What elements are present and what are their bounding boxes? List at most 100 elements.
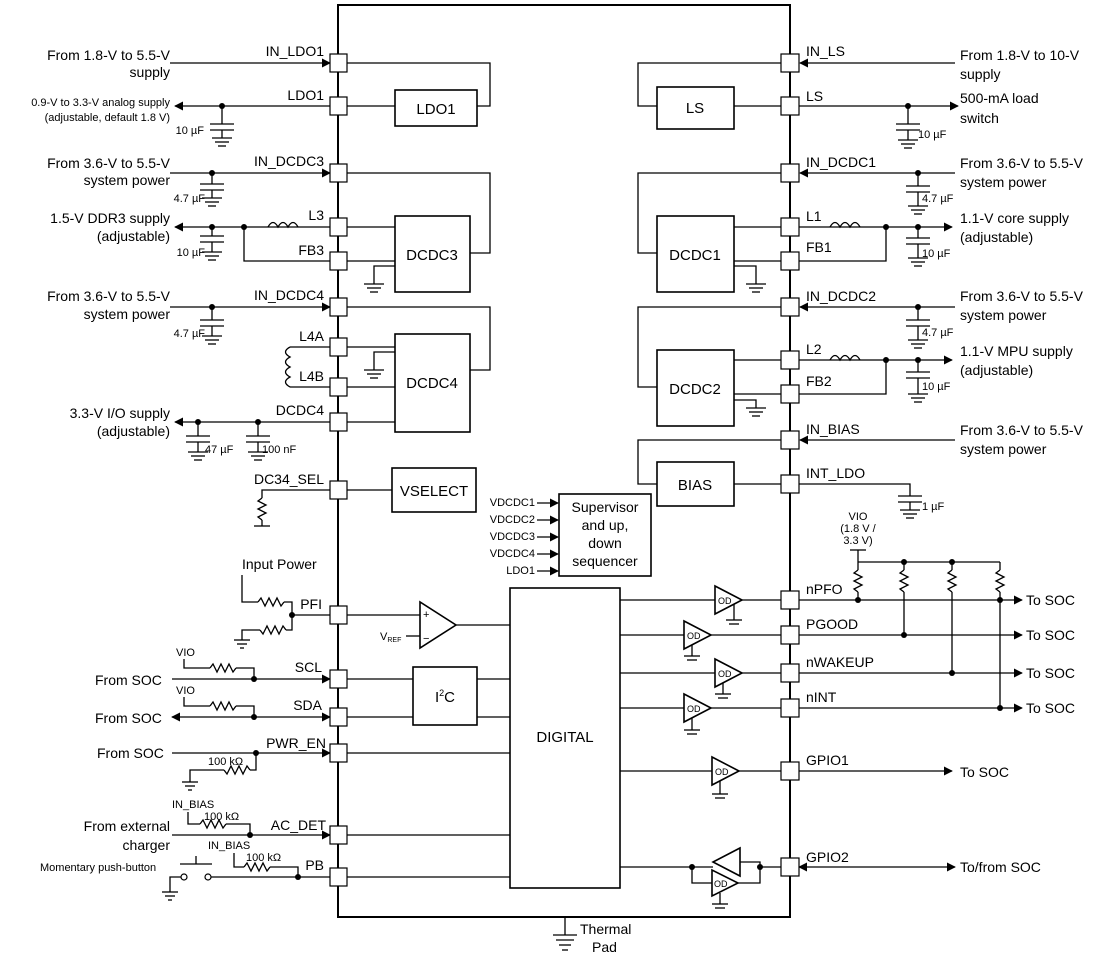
- label-from-soc-scl: From SOC: [95, 672, 162, 688]
- to-soc-npfo: To SOC: [1026, 592, 1075, 608]
- supply-label-dcdc2-line1: From 3.6-V to 5.5-V: [960, 288, 1084, 304]
- pin-label-fb3: FB3: [298, 242, 324, 258]
- right-side: From 1.8-V to 10-V supply IN_LS 500-mA l…: [620, 43, 1084, 909]
- pin-label-l1: L1: [806, 208, 822, 224]
- driver-od-pgood: OD: [687, 631, 701, 641]
- supply-label-bias-line2: system power: [960, 441, 1047, 457]
- to-soc-pgood: To SOC: [1026, 627, 1075, 643]
- label-from-soc-sda: From SOC: [95, 710, 162, 726]
- to-soc-gpio1: To SOC: [960, 764, 1009, 780]
- output-label-analog-line2: (adjustable, default 1.8 V): [45, 112, 170, 124]
- comparator-pfi: [419, 600, 458, 650]
- supply-label-ldo1-line2: supply: [130, 64, 170, 80]
- pin-label-in-dcdc1: IN_DCDC1: [806, 154, 876, 170]
- block-ldo1: [394, 89, 478, 127]
- pin-label-in-bias: IN_BIAS: [806, 421, 860, 437]
- cap-label-in-dcdc3: 4.7 µF: [174, 193, 206, 205]
- label-ext-charger-line2: charger: [123, 837, 171, 853]
- block-i2c: [412, 666, 478, 726]
- block-label-vselect: VSELECT: [400, 483, 468, 500]
- block-label-dcdc1: DCDC1: [669, 247, 721, 264]
- block-dcdc4: [394, 333, 471, 433]
- cap-label-ddr3: 10 µF: [177, 247, 206, 259]
- thermal-pad-line2: Pad: [592, 939, 617, 955]
- pullup-nint: [994, 562, 1006, 708]
- supply-label-dcdc3-line1: From 3.6-V to 5.5-V: [47, 155, 171, 171]
- pullup-nwakeup: [946, 562, 958, 673]
- seq-input-ldo1: LDO1: [506, 565, 535, 577]
- cap-label-io-100n: 100 nF: [262, 444, 297, 456]
- output-label-io-line2: (adjustable): [97, 423, 170, 439]
- pin-label-sda: SDA: [293, 697, 322, 713]
- supply-label-bias-line1: From 3.6-V to 5.5-V: [960, 422, 1084, 438]
- supply-label-dcdc3-line2: system power: [84, 172, 171, 188]
- pin-label-l4b: L4B: [299, 368, 324, 384]
- block-label-ldo1: LDO1: [416, 101, 455, 118]
- supervisor-line3: down: [588, 535, 621, 551]
- vio-label-line2: (1.8 V /: [840, 523, 876, 535]
- cap-label-in-dcdc2: 4.7 µF: [922, 327, 954, 339]
- pin-label-gpio1: GPIO1: [806, 752, 849, 768]
- pin-label-l3: L3: [308, 207, 324, 223]
- driver-od-nwakeup: OD: [718, 669, 732, 679]
- output-label-core-line1: 1.1-V core supply: [960, 210, 1069, 226]
- label-in-bias-ac: IN_BIAS: [172, 799, 214, 811]
- pin-label-int-ldo: INT_LDO: [806, 465, 865, 481]
- pin-label-in-ldo1: IN_LDO1: [266, 43, 325, 59]
- pin-label-fb1: FB1: [806, 239, 832, 255]
- cap-label-core: 10 µF: [922, 248, 951, 260]
- pin-label-ldo1: LDO1: [287, 87, 324, 103]
- driver-od-gpio1: OD: [715, 767, 729, 777]
- block-dcdc1: [656, 215, 735, 293]
- output-label-mpu-line2: (adjustable): [960, 362, 1033, 378]
- supervisor-line1: Supervisor: [572, 499, 639, 515]
- block-label-i2c: I2C: [435, 688, 455, 706]
- cap-label-ldo1: 10 µF: [176, 125, 205, 137]
- pin-label-nint: nINT: [806, 689, 837, 705]
- output-label-load-switch-line2: switch: [960, 110, 999, 126]
- pin-label-in-dcdc4: IN_DCDC4: [254, 287, 324, 303]
- svg-text:+: +: [423, 609, 429, 621]
- pin-label-ls: LS: [806, 88, 823, 104]
- pin-label-l4a: L4A: [299, 328, 325, 344]
- output-label-load-switch-line1: 500-mA load: [960, 90, 1039, 106]
- pin-label-pb: PB: [305, 857, 324, 873]
- cap-label-in-dcdc4: 4.7 µF: [174, 328, 206, 340]
- pin-label-dcdc4: DCDC4: [276, 402, 324, 418]
- output-label-io-line1: 3.3-V I/O supply: [70, 405, 170, 421]
- cap-label-int-ldo: 1 µF: [922, 501, 945, 513]
- pin-label-npfo: nPFO: [806, 581, 843, 597]
- block-label-dcdc3: DCDC3: [406, 247, 458, 264]
- output-label-core-line2: (adjustable): [960, 229, 1033, 245]
- block-bias: [656, 461, 735, 507]
- pin-label-l2: L2: [806, 341, 822, 357]
- cap-label-io-47u: 47 µF: [205, 444, 234, 456]
- label-vio-scl: VIO: [176, 647, 195, 659]
- block-label-ls: LS: [686, 100, 704, 117]
- block-digital: [509, 587, 621, 889]
- pin-label-ac-det: AC_DET: [271, 817, 327, 833]
- pin-label-pwr-en: PWR_EN: [266, 735, 326, 751]
- seq-input-vdcdc4: VDCDC4: [490, 548, 535, 560]
- to-soc-nint: To SOC: [1026, 700, 1075, 716]
- pin-label-pfi: PFI: [300, 596, 322, 612]
- output-label-analog-line1: 0.9-V to 3.3-V analog supply: [31, 97, 170, 109]
- driver-od-gpio2: OD: [714, 879, 728, 889]
- vio-label-line3: 3.3 V): [843, 535, 872, 547]
- pin-label-gpio2: GPIO2: [806, 849, 849, 865]
- label-from-soc-pwr-en: From SOC: [97, 745, 164, 761]
- label-in-bias-pb: IN_BIAS: [208, 840, 250, 852]
- pin-label-pgood: PGOOD: [806, 616, 858, 632]
- right-pin-column: [780, 53, 800, 877]
- supervisor-line2: and up,: [582, 517, 629, 533]
- seq-input-vdcdc2: VDCDC2: [490, 514, 535, 526]
- supply-label-dcdc2-line2: system power: [960, 307, 1047, 323]
- to-from-soc-gpio2: To/from SOC: [960, 859, 1041, 875]
- output-label-ddr3-line2: (adjustable): [97, 228, 170, 244]
- supervisor-line4: sequencer: [572, 553, 638, 569]
- pullup-pgood: [898, 562, 910, 635]
- pin-label-dc34-sel: DC34_SEL: [254, 471, 324, 487]
- seq-input-vdcdc1: VDCDC1: [490, 497, 535, 509]
- supply-label-dcdc1-line2: system power: [960, 174, 1047, 190]
